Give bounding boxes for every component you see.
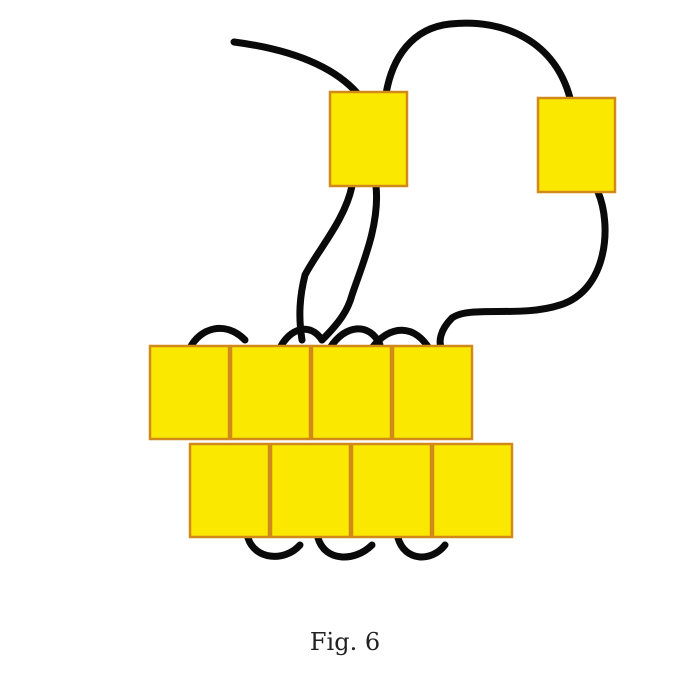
bead-row-bottom <box>188 442 514 539</box>
bead-bottom-1 <box>188 442 271 539</box>
bead-bottom-3 <box>350 442 433 539</box>
thread-left-tail <box>230 38 362 98</box>
thread-top-arc <box>382 19 574 102</box>
loose-beads <box>328 90 617 194</box>
thread-right-strand <box>436 188 609 354</box>
bead-loose-2 <box>536 96 617 194</box>
thread-top-loop-1 <box>186 325 249 352</box>
thread-bottom-loop-1 <box>244 534 304 560</box>
thread-bottom-loop-3 <box>394 534 449 561</box>
bead-loose-1 <box>328 90 409 188</box>
thread-strand-a2 <box>318 182 381 344</box>
bead-top-2 <box>229 344 312 441</box>
thread-top-loop-4 <box>368 326 434 354</box>
bead-top-4 <box>391 344 474 441</box>
thread-bottom-loop-2 <box>314 534 376 561</box>
bead-top-1 <box>148 344 231 441</box>
bead-top-3 <box>310 344 393 441</box>
thread-top-loop-2 <box>276 325 326 352</box>
thread-strand-a1 <box>296 182 356 344</box>
figure-caption: Fig. 6 <box>309 628 381 656</box>
bead-bottom-2 <box>269 442 352 539</box>
thread-paths <box>186 19 609 561</box>
bead-bottom-4 <box>431 442 514 539</box>
bead-row-top <box>148 344 474 441</box>
